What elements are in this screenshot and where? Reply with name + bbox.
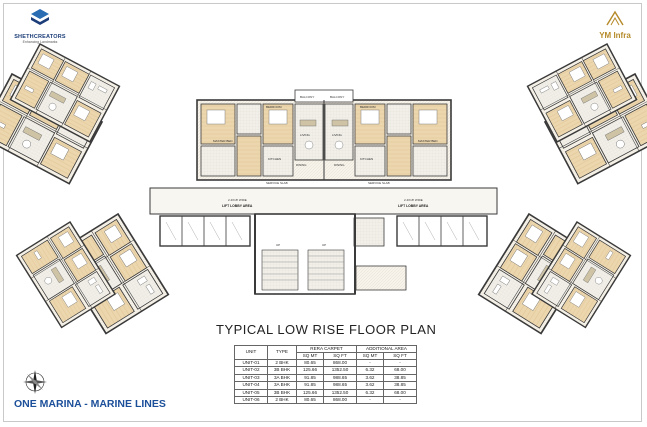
col-type-header: TYPE — [267, 345, 297, 360]
table-cell-add-sqmt: 6.32 — [356, 366, 384, 375]
table-cell-rera-sqmt: 91.85 — [296, 373, 324, 383]
compass-icon — [23, 370, 47, 394]
area-table-subheader-row: SQ MT SQ FT SQ MT SQ FT — [235, 352, 417, 360]
developer-name: SHETHCREATORS — [14, 34, 66, 40]
table-cell-rera-sqft: 1352.50 — [323, 388, 357, 398]
table-cell-rera-sqmt: 125.66 — [296, 366, 324, 375]
up-label-1: UP — [276, 243, 280, 247]
partner-name: YM Infra — [599, 31, 631, 40]
table-cell-unit: UNIT-03 — [234, 373, 268, 383]
table-cell-type: 2 BHK — [267, 396, 297, 405]
area-table-header-row: UNIT TYPE RERA CARPET ADDITIONAL AREA — [234, 345, 417, 360]
table-cell-unit: UNIT-01 — [234, 358, 268, 368]
master-bed-right-label: MASTER BED — [418, 139, 438, 143]
partner-logo: YM Infra — [595, 10, 635, 40]
col-add-sqmt: SQ MT — [356, 352, 384, 360]
col-rera-sqft: SQ FT — [323, 352, 357, 360]
table-cell-rera-sqft: 868.00 — [323, 358, 357, 368]
ym-infra-logo-icon — [606, 10, 624, 26]
col-rera-sqmt: SQ MT — [296, 352, 324, 360]
table-cell-unit: UNIT-06 — [234, 396, 268, 405]
table-cell-type: 2 BHK — [267, 358, 297, 368]
table-cell-add-sqmt: - — [356, 396, 384, 405]
service-slab-left-label: SERVICE SLAB — [266, 181, 288, 185]
living-right-label: LIVING — [332, 133, 343, 137]
table-cell-add-sqft: - — [383, 358, 417, 368]
table-cell-add-sqmt: 3.62 — [356, 373, 384, 383]
col-add-sqft: SQ FT — [383, 352, 417, 360]
table-cell-add-sqmt: - — [356, 358, 384, 368]
table-cell-unit: UNIT-02 — [234, 366, 268, 375]
dining-left-label: DINING — [296, 163, 307, 167]
table-cell-unit: UNIT-04 — [234, 381, 268, 390]
col-rera-header: RERA CARPET — [296, 345, 357, 353]
table-cell-type: 3B BHK — [267, 388, 297, 398]
table-cell-rera-sqft: 1352.50 — [323, 366, 357, 375]
table-cell-rera-sqmt: 91.85 — [296, 381, 324, 390]
plan-title: TYPICAL LOW RISE FLOOR PLAN — [216, 322, 437, 337]
table-cell-rera-sqft: 988.65 — [323, 381, 357, 390]
service-slab-right-label: SERVICE SLAB — [368, 181, 390, 185]
lobby-right-size: 2.4X18' WIDE — [404, 198, 423, 202]
table-cell-type: 3A BHK — [267, 381, 297, 390]
table-cell-add-sqft: 38.85 — [383, 373, 417, 383]
table-cell-add-sqft: 68.00 — [383, 366, 417, 375]
page-border — [3, 3, 642, 422]
col-unit-header: UNIT — [234, 345, 268, 360]
balcony-right-label: BALCONY — [330, 95, 344, 99]
up-label-2: UP — [322, 243, 326, 247]
developer-logo: SHETHCREATORS Enhancing Landmarks — [10, 8, 70, 44]
table-cell-add-sqft: 38.85 — [383, 381, 417, 390]
table-cell-add-sqft: 68.00 — [383, 388, 417, 398]
table-cell-add-sqmt: 6.32 — [356, 388, 384, 398]
table-cell-rera-sqmt: 80.65 — [296, 396, 324, 405]
table-cell-add-sqft: - — [383, 396, 417, 405]
table-cell-unit: UNIT-05 — [234, 388, 268, 398]
table-cell-rera-sqmt: 80.65 — [296, 358, 324, 368]
lobby-block: 2.4X18' WIDE LIFT LOBBY AREA 2.4X18' WID… — [149, 187, 498, 295]
table-cell-rera-sqmt: 125.66 — [296, 388, 324, 398]
lobby-left-label: LIFT LOBBY AREA — [222, 204, 253, 208]
lobby-left-size: 2.4X18' WIDE — [228, 198, 247, 202]
kitchen-left-label: KITCHEN — [268, 157, 281, 161]
project-name: ONE MARINA - MARINE LINES — [14, 398, 166, 410]
lobby-right-label: LIFT LOBBY AREA — [398, 204, 429, 208]
table-cell-type: 3A BHK — [267, 373, 297, 383]
col-additional-header: ADDITIONAL AREA — [356, 345, 417, 353]
bedroom-left-label: BEDROOM — [266, 105, 282, 109]
table-cell-type: 3B BHK — [267, 366, 297, 375]
dining-right-label: DINING — [334, 163, 345, 167]
balcony-left-label: BALCONY — [300, 95, 314, 99]
bedroom-right-label: BEDROOM — [360, 105, 376, 109]
living-left-label: LIVING — [300, 133, 311, 137]
area-table: UNIT TYPE RERA CARPET ADDITIONAL AREA SQ… — [234, 345, 417, 405]
table-cell-rera-sqft: 988.65 — [323, 373, 357, 383]
central-units-block: MASTER BED BEDROOM BALCONY BALCONY LIVIN… — [196, 89, 452, 185]
table-cell-rera-sqft: 868.00 — [323, 396, 357, 405]
developer-tagline: Enhancing Landmarks — [22, 40, 58, 44]
kitchen-right-label: KITCHEN — [360, 157, 373, 161]
shethcreators-logo-icon — [31, 9, 49, 25]
table-cell-add-sqmt: 3.62 — [356, 381, 384, 390]
master-bed-left-label: MASTER BED — [213, 139, 233, 143]
